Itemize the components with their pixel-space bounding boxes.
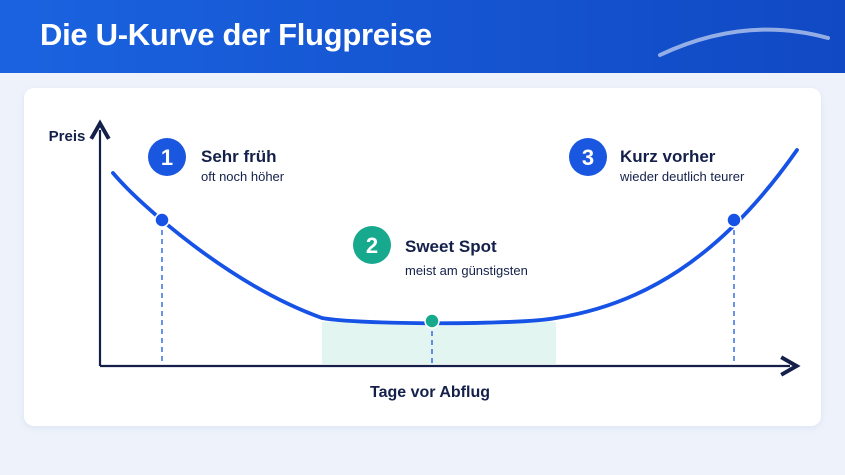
marker-late bbox=[726, 212, 742, 228]
phase-title: Kurz vorher bbox=[620, 147, 716, 166]
phase-number: 1 bbox=[161, 145, 173, 170]
phase-title: Sehr früh bbox=[201, 147, 277, 166]
phase-subtitle: meist am günstigsten bbox=[405, 263, 528, 278]
x-axis-label: Tage vor Abflug bbox=[370, 384, 490, 401]
header-arc-decoration bbox=[658, 27, 830, 57]
phase-subtitle: wieder deutlich teurer bbox=[619, 169, 745, 184]
phase-title: Sweet Spot bbox=[405, 237, 497, 256]
sweet-spot-band bbox=[322, 322, 556, 364]
header-banner: Die U-Kurve der Flugpreise bbox=[0, 0, 845, 73]
u-curve-diagram: Preis Tage vor Abflug 1 Sehr früh oft no… bbox=[49, 119, 801, 401]
phase-subtitle: oft noch höher bbox=[201, 169, 285, 184]
phase-number: 3 bbox=[582, 145, 594, 170]
price-curve bbox=[111, 148, 799, 326]
phase-number: 2 bbox=[366, 233, 378, 258]
phase-number-badge bbox=[353, 226, 391, 264]
marker-early bbox=[154, 212, 170, 228]
page-title: Die U-Kurve der Flugpreise bbox=[40, 17, 432, 52]
phase-number-badge bbox=[569, 138, 607, 176]
phase-number-badge bbox=[148, 138, 186, 176]
phase-late: 3 Kurz vorher wieder deutlich teurer bbox=[569, 138, 745, 184]
marker-sweet-spot bbox=[424, 313, 440, 329]
phase-sweet-spot: 2 Sweet Spot meist am günstigsten bbox=[353, 226, 528, 278]
y-axis-label: Preis bbox=[49, 128, 86, 145]
diagram-card: Preis Tage vor Abflug 1 Sehr früh oft no… bbox=[24, 88, 821, 426]
phase-early: 1 Sehr früh oft noch höher bbox=[148, 138, 285, 184]
